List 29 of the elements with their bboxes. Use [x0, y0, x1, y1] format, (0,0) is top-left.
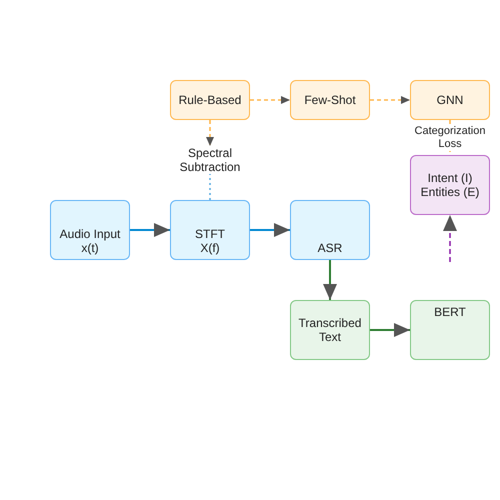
- process-box: [290, 200, 370, 260]
- step-label: Audio Input x(t): [58, 227, 122, 255]
- step-label: Rule-Based: [178, 93, 242, 107]
- process-box: [290, 300, 370, 360]
- step-label: BERT: [434, 305, 466, 319]
- arrow: [370, 323, 410, 337]
- step-label: Few-Shot: [304, 93, 356, 107]
- step-label: Intent (I) Entities (E): [420, 171, 480, 199]
- step-label: GNN: [436, 93, 464, 107]
- arrow: [370, 96, 410, 104]
- edge-label: Categorization Loss: [414, 124, 486, 150]
- process-box: [50, 200, 130, 260]
- connector-line: [209, 174, 211, 200]
- arrow: [130, 223, 170, 237]
- step-label: Transcribed Text: [298, 316, 362, 344]
- process-box: [410, 80, 490, 120]
- process-box: [290, 80, 370, 120]
- process-box: [410, 300, 490, 360]
- arrow: [443, 215, 457, 262]
- arrow: [250, 96, 290, 104]
- annotation-text: Spectral Subtraction: [178, 146, 242, 174]
- step-label: STFT X(f): [194, 227, 226, 255]
- process-box: [170, 200, 250, 260]
- arrow: [323, 260, 337, 300]
- arrow: [250, 223, 290, 237]
- process-box: [170, 80, 250, 120]
- output-box: [410, 155, 490, 215]
- arrow: [206, 120, 214, 146]
- step-label: ASR: [318, 241, 342, 255]
